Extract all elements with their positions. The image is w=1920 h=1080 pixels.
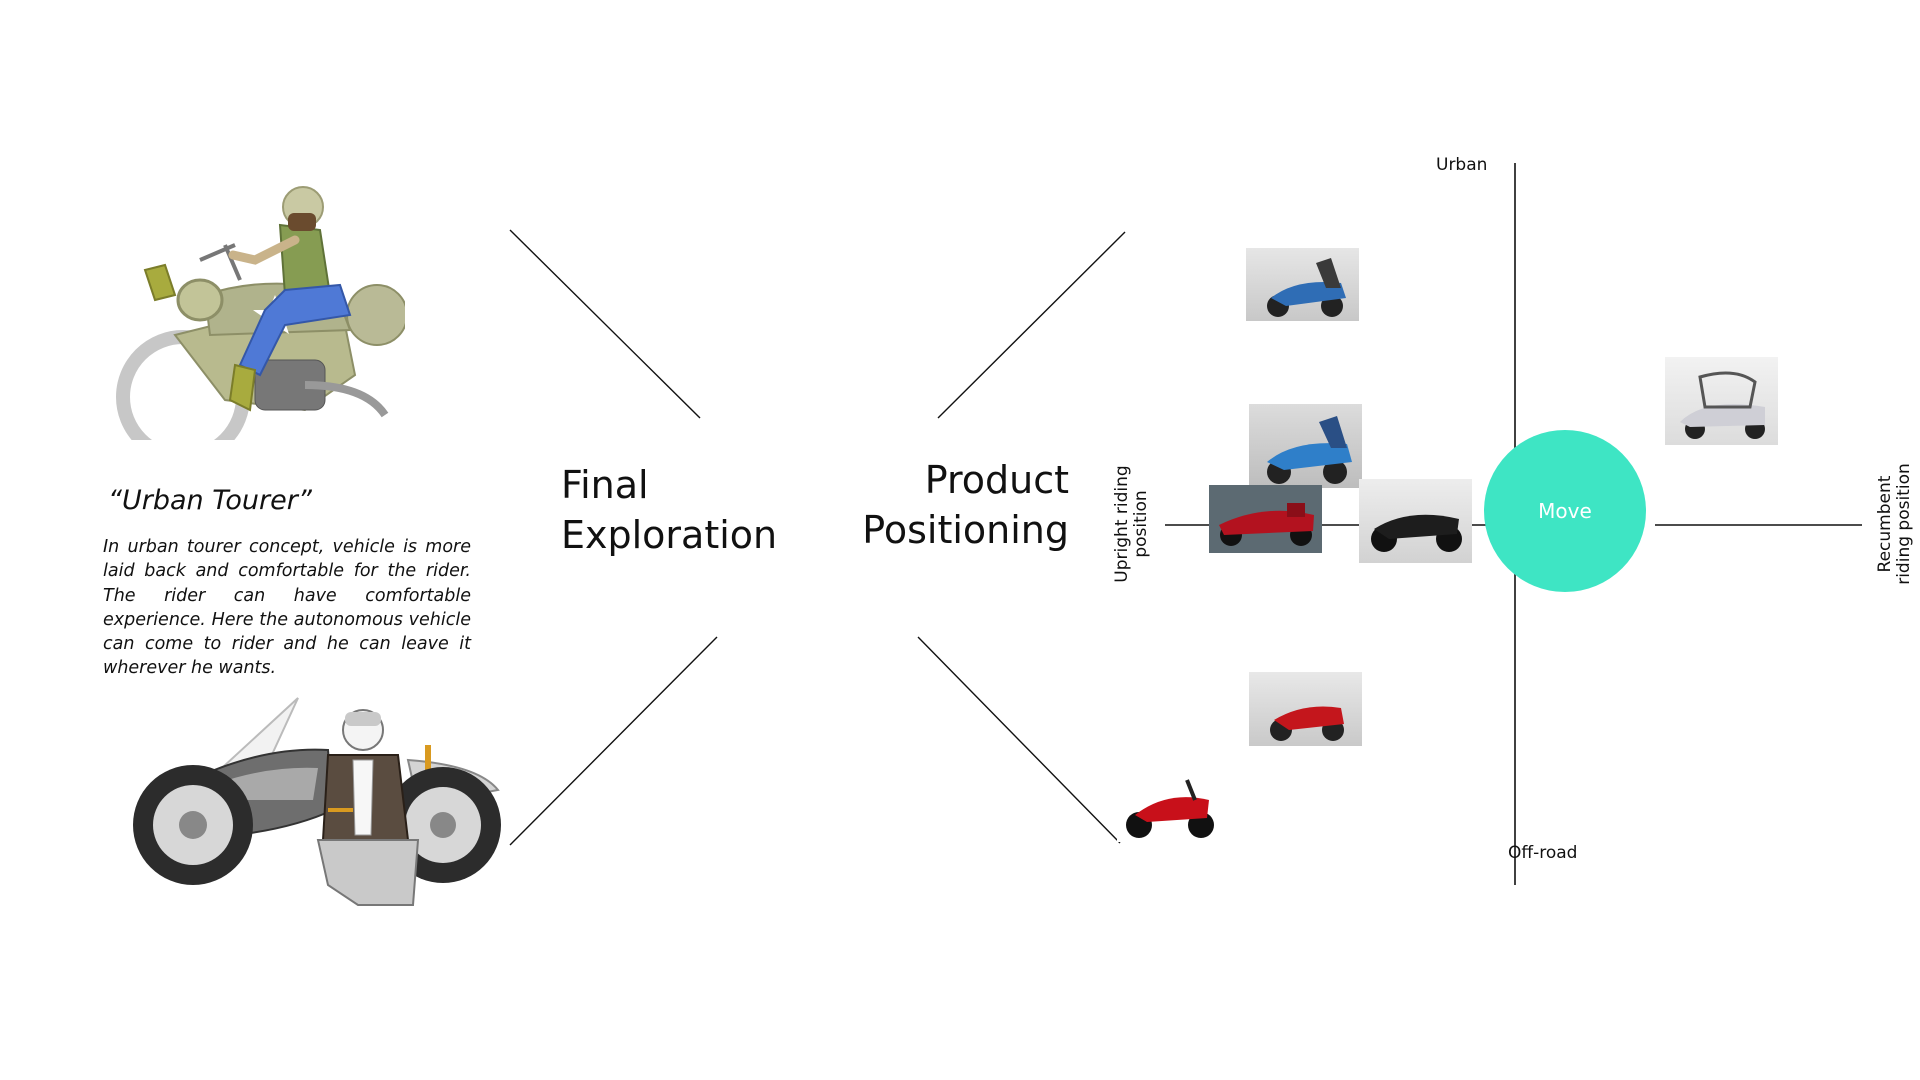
- covered-scooter: [1665, 357, 1778, 445]
- red-sport-tourer: [1117, 770, 1223, 842]
- blue-scooter-2: [1249, 404, 1362, 488]
- connector-line-bottom-right: [917, 636, 1121, 844]
- red-adventure-scooter: [1249, 672, 1362, 746]
- red-touring-bike: [1209, 485, 1322, 553]
- axis-label-recumbent: Recumbent riding position: [1875, 463, 1914, 585]
- connector-line-top-right: [937, 231, 1126, 419]
- product-positioning-title: Product Positioning: [855, 455, 1069, 555]
- connector-line-bottom-left: [509, 636, 718, 846]
- axis-label-off-road: Off-road: [1508, 843, 1578, 863]
- black-cruiser-bike: [1359, 479, 1472, 563]
- connector-line-top-left: [509, 229, 701, 419]
- concept-description: In urban tourer concept, vehicle is more…: [103, 537, 471, 679]
- concept-title: “Urban Tourer”: [108, 485, 312, 516]
- product-positioning-title-line1: Product: [924, 458, 1069, 502]
- final-exploration-title-line1: Final: [561, 463, 649, 507]
- axis-label-upright: Upright riding position: [1112, 465, 1151, 583]
- final-exploration-title: Final Exploration: [561, 460, 777, 560]
- rider-on-motorcycle-sketch: [116, 186, 405, 440]
- man-with-concept-bike-sketch: [133, 697, 501, 906]
- move-highlight-circle: Move: [1484, 430, 1646, 592]
- move-label: Move: [1538, 499, 1592, 523]
- product-positioning-title-line2: Positioning: [862, 508, 1069, 552]
- axis-label-urban: Urban: [1436, 155, 1488, 175]
- blue-scooter-1: [1246, 248, 1359, 321]
- final-exploration-title-line2: Exploration: [561, 513, 778, 557]
